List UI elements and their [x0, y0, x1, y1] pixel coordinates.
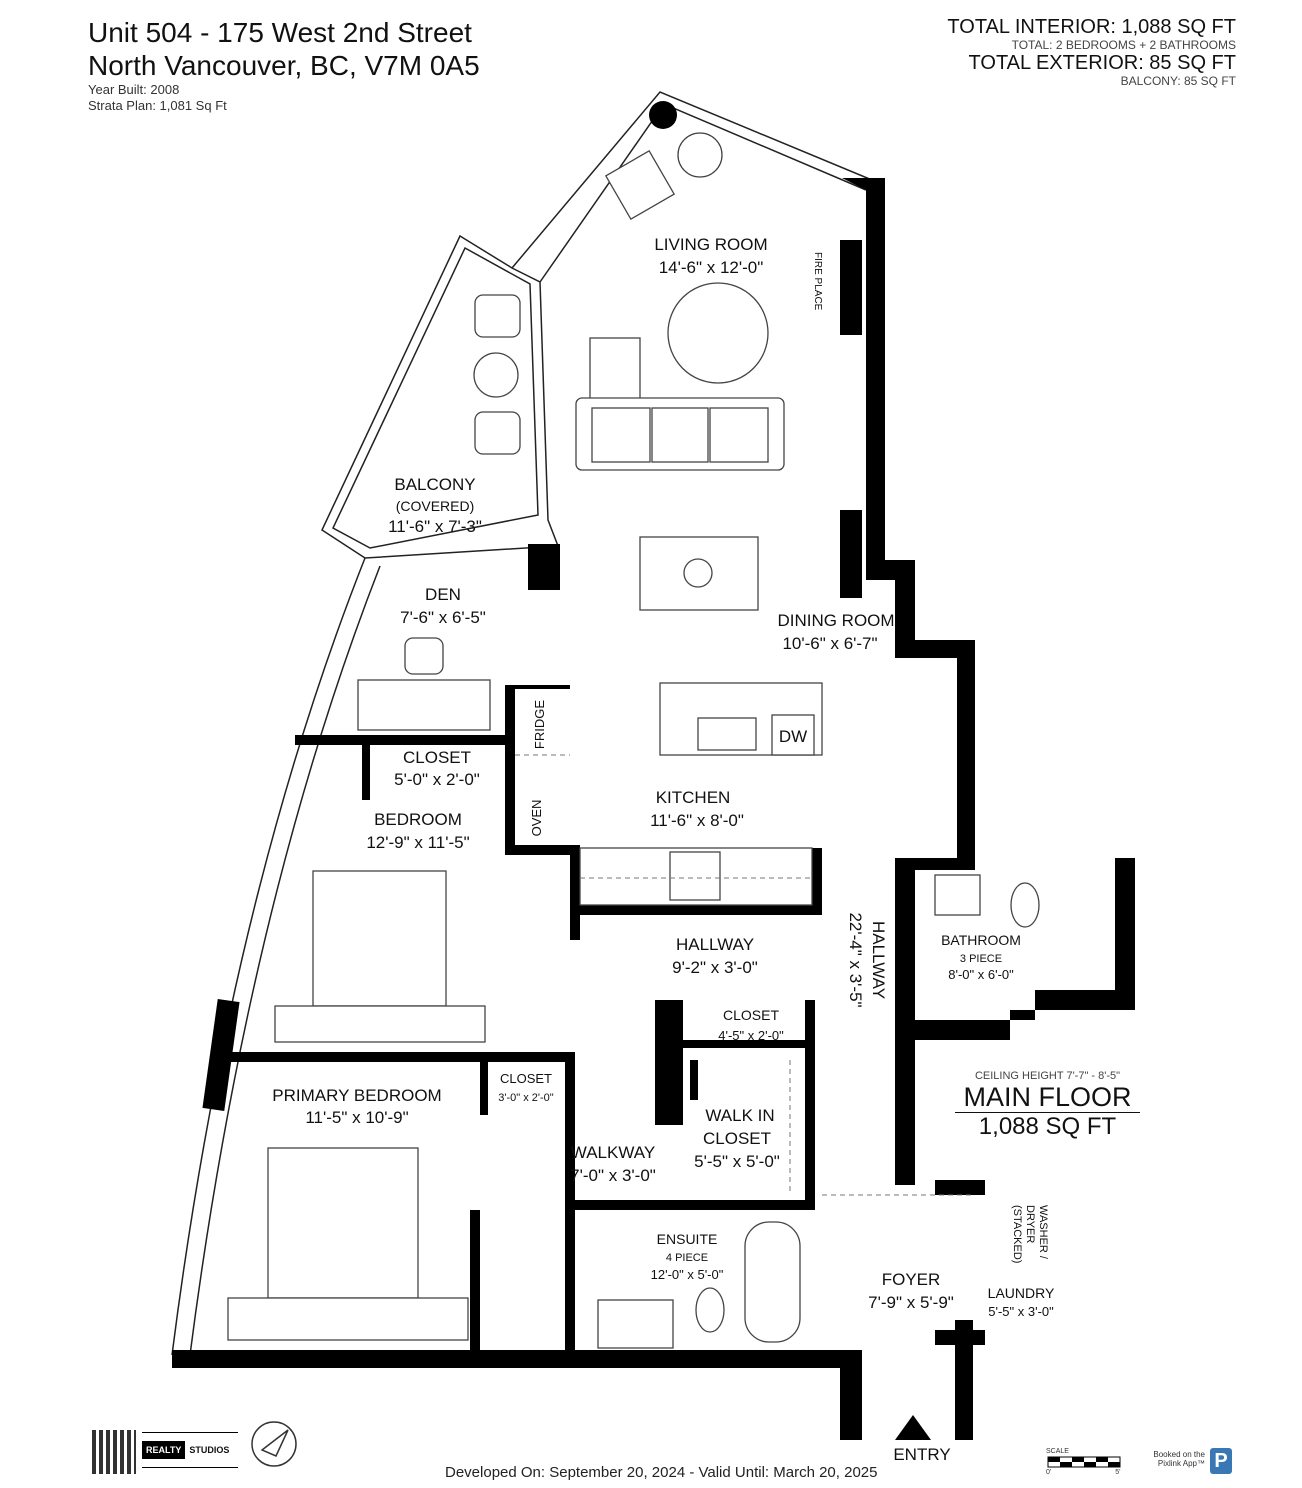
address-line-2: North Vancouver, BC, V7M 0A5 [88, 50, 480, 81]
total-exterior-detail: BALCONY: 85 SQ FT [1120, 74, 1236, 88]
oven-label: OVEN [529, 800, 544, 837]
fireplace-label: FIRE PLACE [812, 252, 823, 311]
hallway-2-label: HALLWAY [869, 921, 888, 999]
walkway-dims: 7'-0" x 3'-0" [570, 1166, 656, 1185]
scale-min: 0' [1046, 1469, 1052, 1476]
washer-label-3: (STACKED) [1011, 1205, 1023, 1263]
walk-in-closet-dims: 5'-5" x 5'-0" [694, 1152, 780, 1171]
logo-right: STUDIOS [189, 1445, 230, 1455]
dining-room-label: DINING ROOM [777, 611, 894, 630]
balcony-outline [321, 234, 560, 559]
walk-in-closet-label-2: CLOSET [703, 1129, 771, 1148]
ensuite-note: 4 PIECE [666, 1252, 708, 1264]
foyer-dims: 7'-9" x 5'-9" [868, 1293, 954, 1312]
ensuite-label: ENSUITE [657, 1231, 718, 1247]
total-interior: TOTAL INTERIOR: 1,088 SQ FT [947, 16, 1236, 38]
scale-bar [1047, 1456, 1121, 1468]
furniture [227, 101, 1040, 1349]
pixlink-text: Booked on the Pixlink App™ [1153, 1450, 1205, 1468]
scale-label: SCALE 0' 5' [1046, 1448, 1120, 1476]
balcony-dims: 11'-6" x 7'-3" [388, 517, 482, 536]
west-window-wall [171, 557, 381, 1356]
closet-3-dims: 3'-0" x 2'-0" [498, 1092, 554, 1104]
entry-arrow-icon [895, 1415, 931, 1440]
main-floor-title: MAIN FLOOR [955, 1082, 1140, 1113]
strata-plan: Strata Plan: 1,081 Sq Ft [88, 98, 227, 113]
year-built: Year Built: 2008 [88, 82, 180, 97]
fridge-label: FRIDGE [532, 700, 547, 749]
closet-label: CLOSET [403, 748, 471, 767]
developed-date: Developed On: September 20, 2024 - Valid… [445, 1464, 878, 1481]
bathroom-label: BATHROOM [941, 932, 1021, 948]
property-header: Unit 504 - 175 West 2nd Street North Van… [88, 16, 480, 114]
bedroom-dims: 12'-9" x 11'-5" [366, 833, 469, 852]
primary-bedroom-dims: 11'-5" x 10'-9" [305, 1108, 408, 1127]
north-compass-icon [251, 1421, 297, 1467]
kitchen-dims: 11'-6" x 8'-0" [650, 811, 744, 830]
entry-label: ENTRY [893, 1445, 950, 1464]
balcony-note: (COVERED) [396, 498, 475, 514]
logo-left: REALTY [142, 1441, 186, 1459]
washer-label-2: DRYER [1024, 1205, 1036, 1243]
walkway-label: WALKWAY [571, 1143, 655, 1162]
den-label: DEN [425, 585, 461, 604]
total-interior-detail: TOTAL: 2 BEDROOMS + 2 BATHROOMS [1011, 38, 1236, 52]
living-room-label: LIVING ROOM [654, 235, 767, 254]
laundry-dims: 5'-5" x 3'-0" [988, 1304, 1054, 1319]
main-floor-area: 1,088 SQ FT [978, 1113, 1117, 1140]
address-line-1: Unit 504 - 175 West 2nd Street [88, 17, 472, 48]
hallway-dims: 9'-2" x 3'-0" [672, 958, 758, 977]
qr-code-icon[interactable] [92, 1430, 136, 1474]
main-floor-summary: CEILING HEIGHT 7'-7" - 8'-5" MAIN FLOOR … [955, 1070, 1140, 1141]
primary-bedroom-label: PRIMARY BEDROOM [272, 1086, 441, 1105]
ceiling-height: CEILING HEIGHT 7'-7" - 8'-5" [974, 1070, 1121, 1082]
closet-dims: 5'-0" x 2'-0" [394, 770, 480, 789]
dining-room-dims: 10'-6" x 6'-7" [782, 634, 877, 653]
dishwasher-label: DW [779, 727, 807, 746]
pixlink-logo-icon[interactable]: P [1210, 1448, 1232, 1474]
walk-in-closet-label-1: WALK IN [705, 1106, 774, 1125]
kitchen-label: KITCHEN [656, 788, 731, 807]
closet-2-dims: 4'-5" x 2'-0" [718, 1028, 784, 1043]
living-room-dims: 14'-6" x 12'-0" [659, 258, 764, 277]
bedroom-label: BEDROOM [374, 810, 462, 829]
scale-title: SCALE [1046, 1448, 1069, 1455]
bathroom-dims: 8'-0" x 6'-0" [948, 967, 1014, 982]
closet-2-label: CLOSET [723, 1007, 779, 1023]
laundry-label: LAUNDRY [988, 1285, 1055, 1301]
total-exterior: TOTAL EXTERIOR: 85 SQ FT [968, 52, 1236, 74]
ensuite-dims: 12'-0" x 5'-0" [651, 1267, 724, 1282]
washer-label-1: WASHER / [1037, 1205, 1049, 1260]
closet-3-label: CLOSET [500, 1071, 552, 1086]
hallway-label: HALLWAY [676, 935, 754, 954]
balcony-label: BALCONY [394, 475, 475, 494]
bathroom-note: 3 PIECE [960, 953, 1002, 965]
hallway-2-dims: 22'-4" x 3'-5" [846, 912, 865, 1007]
walls [172, 178, 1135, 1440]
foyer-label: FOYER [882, 1270, 941, 1289]
scale-max: 5' [1115, 1469, 1121, 1476]
area-totals: TOTAL INTERIOR: 1,088 SQ FT TOTAL: 2 BED… [947, 16, 1236, 88]
den-dims: 7'-6" x 6'-5" [400, 608, 486, 627]
